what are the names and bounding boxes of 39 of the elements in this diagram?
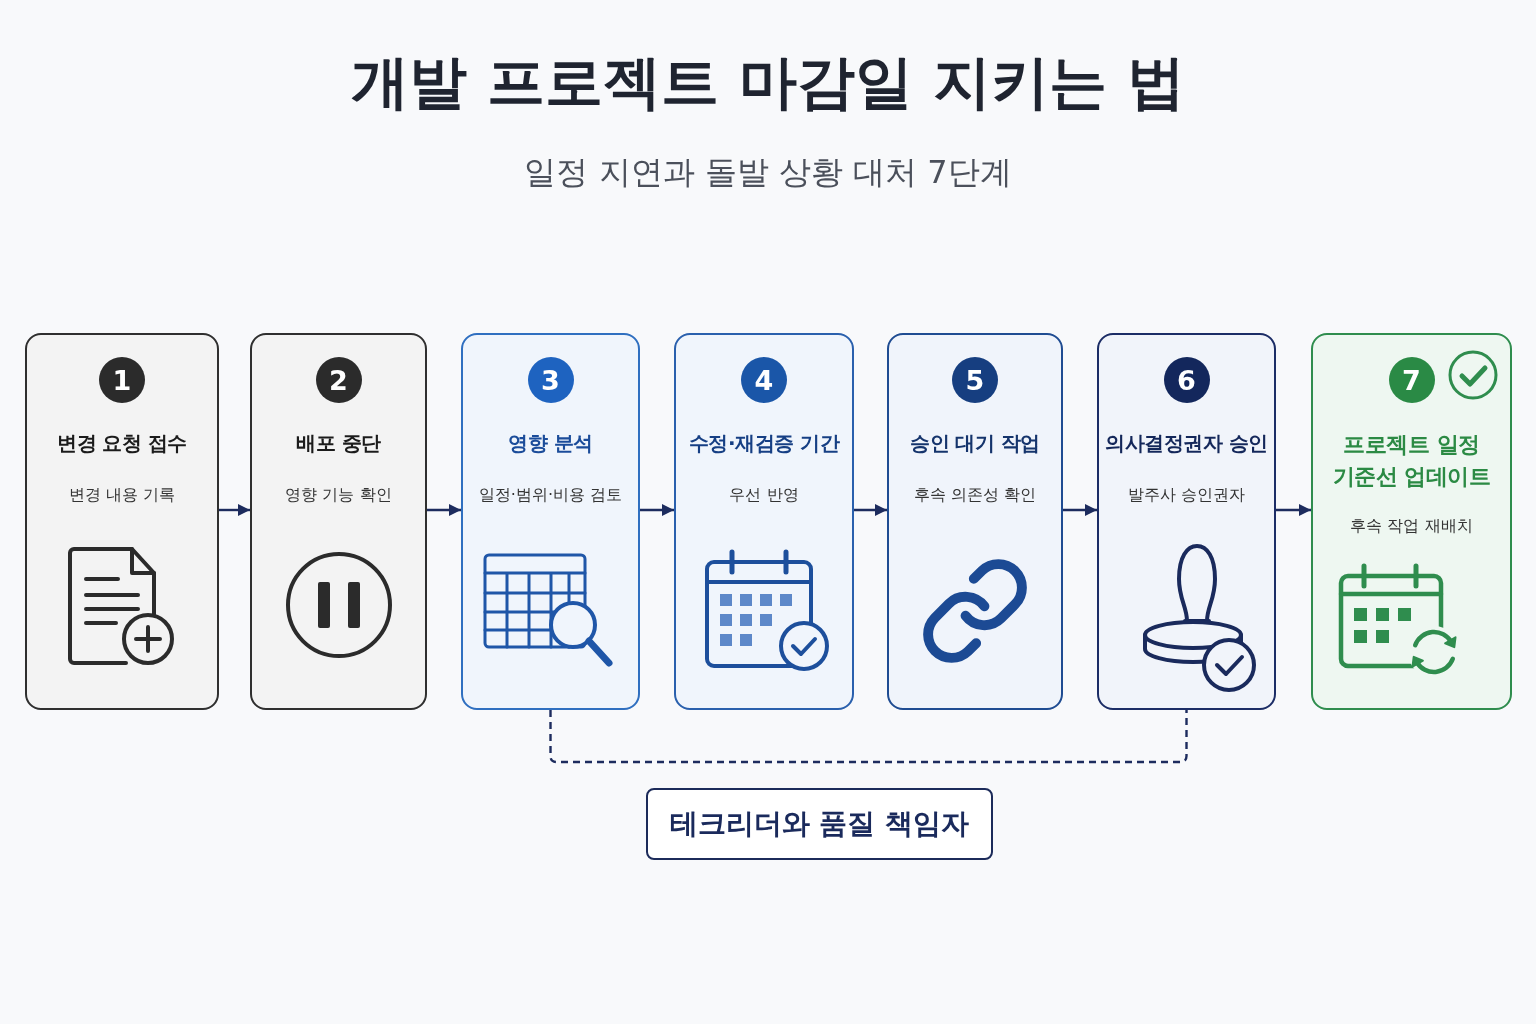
step-description: 영향 기능 확인 (285, 484, 392, 506)
step-number-badge: 5 (952, 357, 998, 403)
step-card (1097, 333, 1276, 710)
step-title: 프로젝트 일정 기준선 업데이트 (1331, 431, 1492, 491)
diagram-title: 개발 프로젝트 마감일 지키는 법 (350, 48, 1186, 118)
arrow (427, 504, 461, 516)
arrow (1063, 504, 1097, 516)
step-title: 의사결정권자 승인 (1105, 430, 1268, 457)
step-card (25, 333, 219, 710)
step-description: 우선 반영 (729, 484, 799, 506)
step-title: 수정·재검증 기간 (688, 430, 840, 457)
step-title: 영향 분석 (508, 430, 593, 457)
step-description: 발주사 승인권자 (1127, 484, 1246, 506)
step-card (461, 333, 640, 710)
arrow (1276, 504, 1311, 516)
step-description: 변경 내용 기록 (68, 484, 176, 506)
step-number-badge: 7 (1388, 357, 1435, 403)
step-card (887, 333, 1063, 710)
step-number-badge: 2 (315, 357, 362, 403)
step-description: 일정·범위·비용 검토 (478, 484, 623, 506)
step-number-badge: 6 (1163, 357, 1210, 403)
dashed-connector (549, 710, 1188, 764)
step-card (1311, 333, 1512, 710)
subtitle: 일정 지연과 돌발 상황 대처 7단계 (524, 152, 1012, 193)
step-number-badge: 1 (99, 357, 145, 403)
step-title: 배포 중단 (296, 430, 381, 457)
step-description: 후속 의존성 확인 (913, 484, 1037, 506)
role-title: 테크리더와 품질 책임자 (669, 806, 970, 842)
arrow (640, 504, 674, 516)
step-number-badge: 3 (527, 357, 574, 403)
role-box (646, 788, 993, 860)
step-number-badge: 4 (741, 357, 787, 403)
arrow (219, 504, 250, 516)
step-title: 변경 요청 접수 (57, 430, 187, 457)
arrow (854, 504, 887, 516)
step-title: 승인 대기 작업 (910, 430, 1040, 457)
step-description: 후속 작업 재배치 (1350, 514, 1473, 537)
step-card (674, 333, 854, 710)
step-card (250, 333, 427, 710)
